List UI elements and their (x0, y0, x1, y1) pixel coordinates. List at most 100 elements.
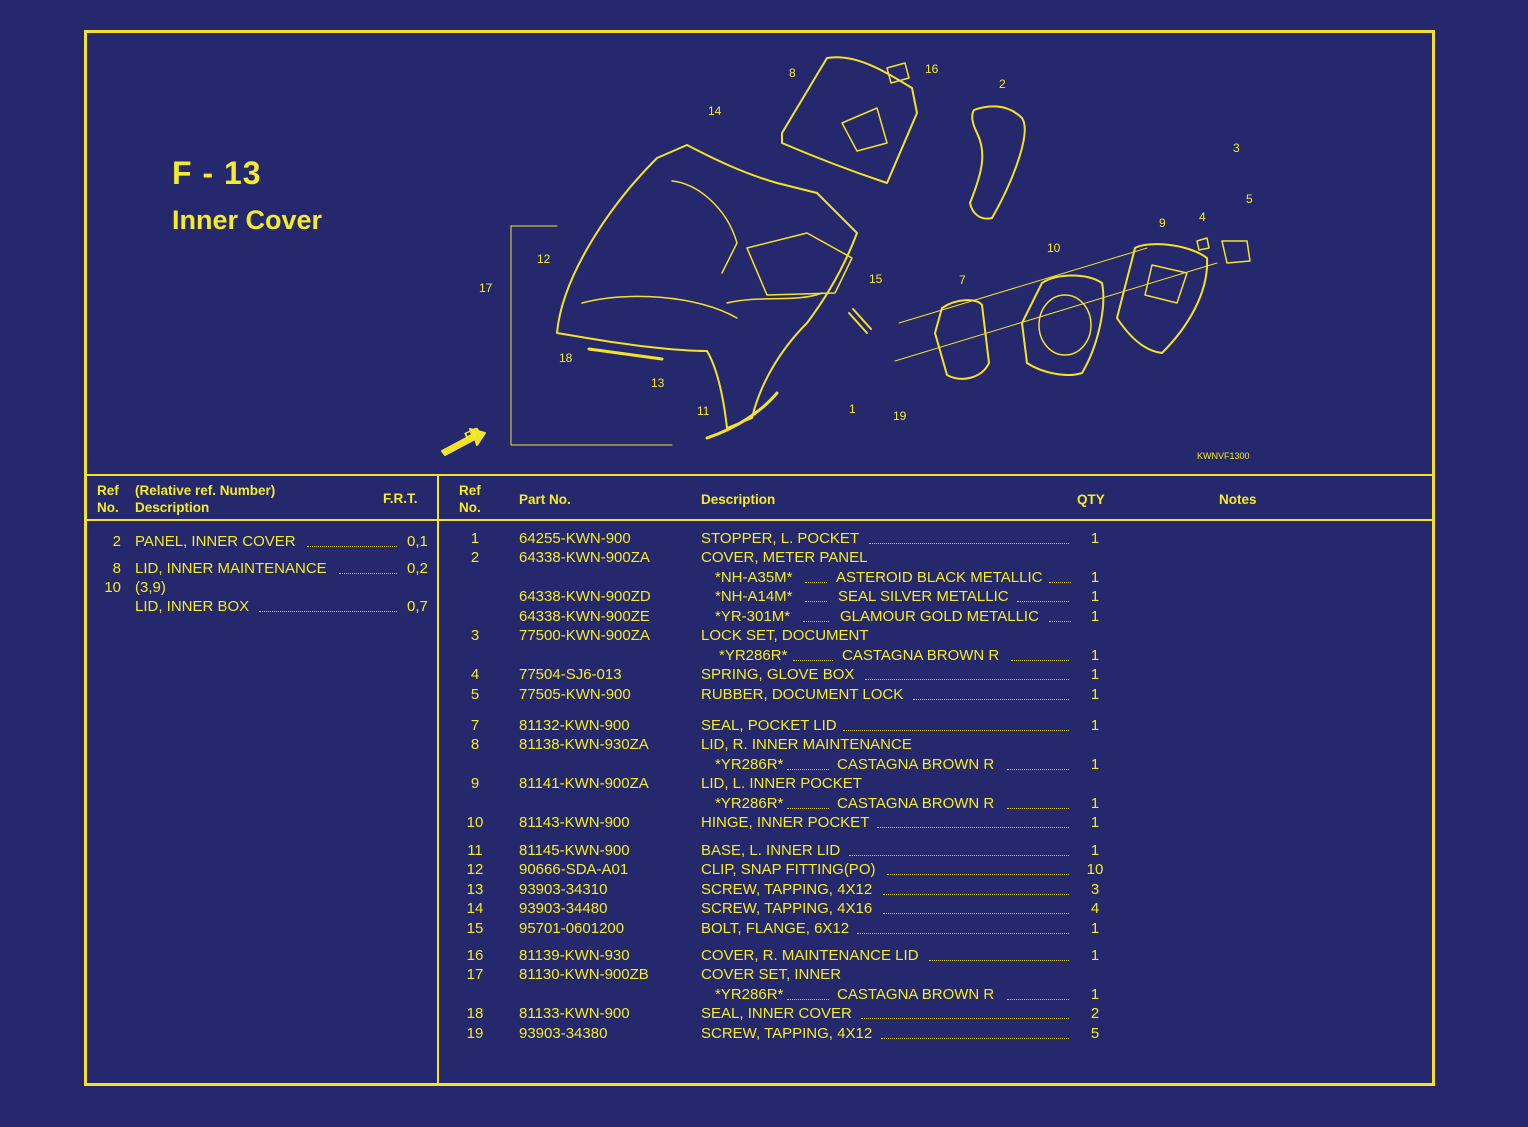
callout-5: 5 (1246, 192, 1253, 206)
diagram-callouts: 1 2 3 4 5 7 8 9 10 11 12 13 14 15 16 17 … (462, 62, 1253, 444)
row-color-code: *YR286R* (715, 756, 784, 773)
callout-2: 2 (999, 77, 1006, 91)
right-ref-no-header: Ref No. (459, 483, 481, 515)
row-part-no: 90666-SDA-A01 (519, 861, 629, 878)
left-row-relative-ref: (3,9) (135, 579, 166, 596)
callout-14: 14 (708, 104, 722, 118)
column-divider (437, 475, 439, 1083)
row-description: SCREW, TAPPING, 4X12 (701, 1025, 873, 1042)
callout-1: 1 (849, 402, 856, 416)
left-row-frt: 0,1 (407, 533, 428, 550)
row-color-code: *NH-A14M* (715, 588, 793, 605)
left-row-ref: 10 (104, 579, 121, 596)
row-description: STOPPER, L. POCKET (701, 530, 860, 547)
left-row-ref: 8 (112, 560, 121, 577)
row-description: SCREW, TAPPING, 4X12 (701, 881, 873, 898)
row-description: COVER, METER PANEL (701, 549, 868, 566)
description-header: Description (701, 492, 776, 507)
row-color-name: SEAL SILVER METALLIC (838, 588, 1009, 605)
exploded-diagram-area: F - 13 Inner Cover KWNVF1300 (87, 33, 1432, 475)
row-qty: 10 (1086, 861, 1104, 878)
row-part-no: 81141-KWN-900ZA (519, 775, 649, 792)
row-description: HINGE, INNER POCKET (701, 814, 870, 831)
row-ref: 8 (470, 736, 480, 753)
inner-cover-shape (556, 144, 858, 429)
frt-header: F.R.T. (383, 491, 418, 506)
row-description: SCREW, TAPPING, 4X16 (701, 900, 873, 917)
row-color-code: *YR286R* (719, 647, 788, 664)
row-part-no: 93903-34310 (519, 881, 608, 898)
direction-label: FR. (462, 423, 485, 444)
row-qty: 4 (1090, 900, 1100, 917)
row-part-no: 64338-KWN-900ZD (519, 588, 651, 605)
row-color-name: ASTEROID BLACK METALLIC (836, 569, 1043, 586)
row-ref: 10 (466, 814, 484, 831)
leader-dots (883, 913, 1069, 914)
row-ref: 7 (470, 717, 480, 734)
leader-dots (805, 582, 827, 583)
exploded-parts-drawing: 1 2 3 4 5 7 8 9 10 11 12 13 14 15 16 17 … (441, 56, 1253, 456)
leader-dots (793, 660, 833, 661)
row-ref: 16 (466, 947, 484, 964)
leader-dots (1007, 769, 1069, 770)
row-part-no: 64338-KWN-900ZE (519, 608, 650, 625)
leader-dots (881, 1038, 1069, 1039)
row-qty: 1 (1090, 717, 1100, 734)
row-description: COVER SET, INNER (701, 966, 842, 983)
row-qty: 1 (1090, 530, 1100, 547)
leader-dots (259, 611, 397, 612)
row-part-no: 64255-KWN-900 (519, 530, 631, 547)
row-qty: 1 (1090, 947, 1100, 964)
leader-dots (787, 769, 829, 770)
row-description: SPRING, GLOVE BOX (701, 666, 855, 683)
row-color-name: CASTAGNA BROWN R (837, 756, 995, 773)
callout-10: 10 (1047, 241, 1061, 255)
row-description: LOCK SET, DOCUMENT (701, 627, 869, 644)
row-part-no: 95701-0601200 (519, 920, 625, 937)
row-qty: 2 (1090, 1005, 1100, 1022)
leader-dots (861, 1018, 1069, 1019)
part-no-header: Part No. (519, 492, 571, 507)
left-row-ref: 2 (112, 533, 121, 550)
row-qty: 3 (1090, 881, 1100, 898)
left-row-frt: 0,2 (407, 560, 428, 577)
row-ref: 1 (470, 530, 480, 547)
row-ref: 17 (466, 966, 484, 983)
row-description: RUBBER, DOCUMENT LOCK (701, 686, 904, 703)
left-row-frt: 0,7 (407, 598, 428, 615)
row-qty: 1 (1090, 686, 1100, 703)
row-ref: 3 (470, 627, 480, 644)
row-part-no: 77505-KWN-900 (519, 686, 631, 703)
leader-dots (857, 933, 1069, 934)
left-ref-no-header: Ref No. (97, 483, 119, 515)
seal-7-shape (934, 299, 990, 380)
callout-13: 13 (651, 376, 665, 390)
row-color-code: *NH-A35M* (715, 569, 793, 586)
leader-dots (869, 543, 1069, 544)
row-qty: 1 (1090, 795, 1100, 812)
row-qty: 1 (1090, 756, 1100, 773)
row-qty: 1 (1090, 842, 1100, 859)
row-color-code: *YR286R* (715, 795, 784, 812)
row-color-name: CASTAGNA BROWN R (837, 986, 995, 1003)
leader-dots (929, 960, 1069, 961)
row-part-no: 81145-KWN-900 (519, 842, 630, 859)
table-top-rule (87, 474, 1432, 476)
row-part-no: 81138-KWN-930ZA (519, 736, 649, 753)
row-description: COVER, R. MAINTENANCE LID (701, 947, 919, 964)
leader-dots (913, 699, 1069, 700)
leader-dots (1007, 808, 1069, 809)
section-title: Inner Cover (172, 205, 323, 235)
row-qty: 1 (1090, 647, 1100, 664)
left-row-description: PANEL, INNER COVER (135, 533, 296, 550)
row-qty: 1 (1090, 588, 1100, 605)
leader-dots (877, 827, 1069, 828)
leader-dots (865, 679, 1069, 680)
callout-12: 12 (537, 252, 551, 266)
leader-dots (803, 621, 829, 622)
callout-16: 16 (925, 62, 939, 76)
row-description: CLIP, SNAP FITTING(PO) (701, 861, 876, 878)
callout-4: 4 (1199, 210, 1206, 224)
row-ref: 18 (466, 1005, 484, 1022)
header-bottom-rule (87, 519, 1432, 521)
